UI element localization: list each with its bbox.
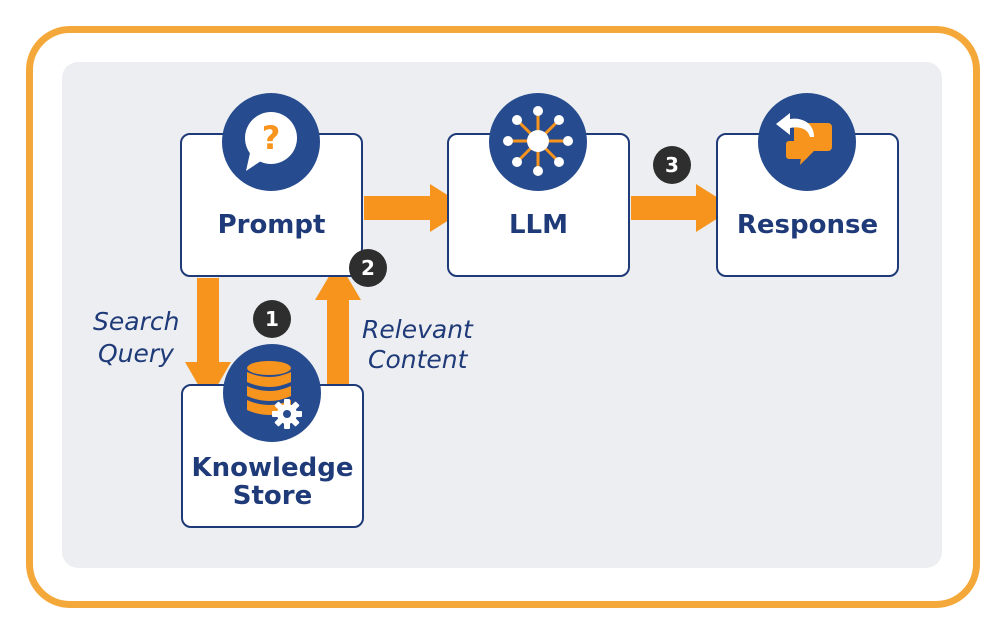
step-badge-2: 2: [349, 249, 387, 287]
prompt-label: Prompt: [217, 210, 326, 240]
arrow-search-query: [185, 278, 231, 402]
llm-label: LLM: [508, 210, 568, 240]
step-badge-3: 3: [653, 146, 691, 184]
step-badge-1: 1: [253, 300, 291, 338]
response-label: Response: [736, 210, 879, 240]
reply-chat-icon: [758, 93, 856, 191]
arrow-llm-to-response: [631, 184, 734, 232]
arrow-relevant-content: [315, 261, 361, 384]
database-gear-icon: [223, 344, 321, 442]
arrow-prompt-to-llm: [364, 184, 468, 232]
network-hub-icon: [489, 93, 587, 191]
relevant-content-label-line2: Content: [368, 345, 468, 374]
knowledge-store-node: Knowledge Store: [181, 384, 364, 528]
knowledge-store-label-line2: Store: [232, 481, 313, 511]
knowledge-store-label-line1: Knowledge: [191, 453, 354, 483]
search-query-label-line1: Search: [93, 307, 180, 336]
relevant-content-label-line1: Relevant: [362, 315, 473, 344]
svg-text:?: ?: [262, 119, 281, 157]
question-bubble-icon: ?: [222, 93, 320, 191]
search-query-label-line2: Query: [98, 339, 174, 368]
